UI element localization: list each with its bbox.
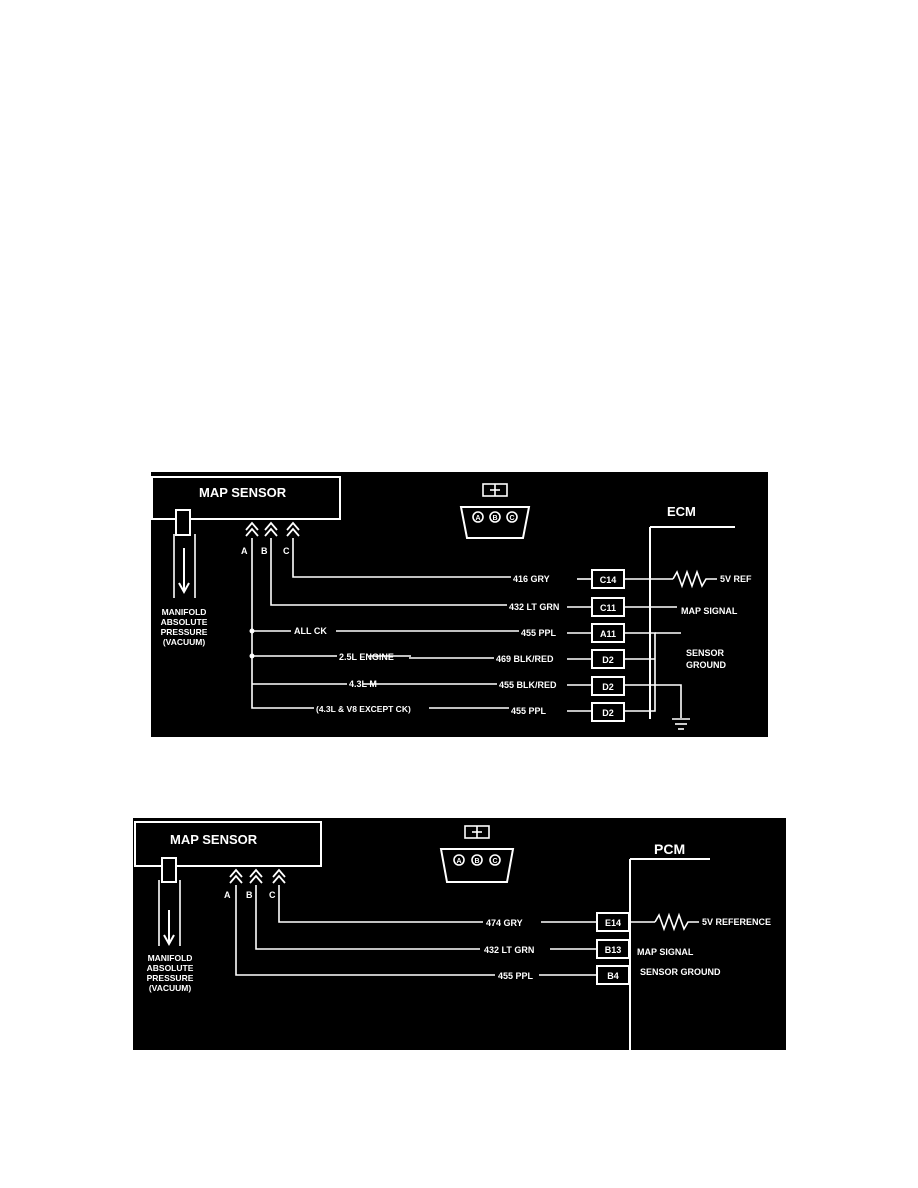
pin-c-label: C	[269, 890, 276, 900]
wire-paths	[235, 885, 597, 976]
svg-text:ABSOLUTE: ABSOLUTE	[161, 617, 208, 627]
ecm-wiring-diagram: MAP SENSOR MANIFOLD ABSOLUTE PRESSURE (V…	[151, 472, 768, 737]
variant-4-3l-v8: (4.3L & V8 EXCEPT CK)	[316, 704, 411, 714]
circuit-label: 416 GRY	[513, 574, 550, 584]
terminal-label: D2	[602, 655, 614, 665]
svg-text:C: C	[492, 858, 497, 865]
pin-c-label: C	[283, 546, 290, 556]
circuit-label: 455 PPL	[521, 628, 557, 638]
variant-4-3l-m: 4.3L M	[349, 679, 377, 689]
pin-a-label: A	[241, 546, 248, 556]
map-sensor-box	[134, 821, 322, 867]
circuit-label: 432 LT GRN	[484, 945, 534, 955]
ground-symbol-icon	[672, 718, 690, 730]
map-sensor-box	[151, 476, 341, 520]
svg-text:ABSOLUTE: ABSOLUTE	[147, 963, 194, 973]
circuit-label: 432 LT GRN	[509, 602, 559, 612]
function-5v-reference: 5V REFERENCE	[702, 917, 771, 927]
vacuum-port-icon	[173, 509, 196, 598]
svg-text:A: A	[475, 515, 480, 522]
resistor-icon	[654, 912, 699, 932]
terminal-label: D2	[602, 708, 614, 718]
variant-all-ck: ALL CK	[294, 626, 327, 636]
svg-text:(VACUUM): (VACUUM)	[163, 637, 206, 647]
svg-text:MANIFOLD: MANIFOLD	[148, 953, 193, 963]
svg-text:(VACUUM): (VACUUM)	[149, 983, 192, 993]
pin-chevrons	[245, 521, 300, 537]
pcm-wiring-diagram: MAP SENSOR MANIFOLD ABSOLUTE PRESSURE (V…	[133, 818, 786, 1050]
resistor-icon	[672, 569, 717, 589]
terminal-label: B13	[605, 945, 622, 955]
terminal-label: C14	[600, 575, 617, 585]
ecm-label: ECM	[667, 504, 696, 519]
circuit-label: 455 BLK/RED	[499, 680, 557, 690]
circuit-label: 474 GRY	[486, 918, 523, 928]
circuit-label: 455 PPL	[511, 706, 547, 716]
variant-2-5l-engine: 2.5L ENGINE	[339, 652, 394, 662]
svg-text:MANIFOLD: MANIFOLD	[162, 607, 207, 617]
terminal-label: D2	[602, 682, 614, 692]
function-sensor-ground: SENSOR	[686, 648, 725, 658]
pin-b-label: B	[261, 546, 268, 556]
map-sensor-title: MAP SENSOR	[170, 832, 258, 847]
svg-text:B: B	[474, 858, 479, 865]
vacuum-port-icon	[158, 857, 181, 947]
svg-text:A: A	[456, 858, 461, 865]
function-sensor-ground: SENSOR GROUND	[640, 967, 721, 977]
terminal-label: E14	[605, 918, 621, 928]
svg-text:C: C	[509, 515, 514, 522]
function-map-signal: MAP SIGNAL	[637, 947, 694, 957]
svg-text:PRESSURE: PRESSURE	[147, 973, 194, 983]
function-sensor-ground: GROUND	[686, 660, 726, 670]
terminal-label: A11	[600, 629, 616, 639]
function-map-signal: MAP SIGNAL	[681, 606, 738, 616]
pin-b-label: B	[246, 890, 253, 900]
connector-icon: A B C	[459, 483, 531, 539]
terminal-label: C11	[600, 603, 616, 613]
connector-icon: A B C	[439, 825, 515, 883]
vacuum-label: MANIFOLD ABSOLUTE PRESSURE (VACUUM)	[147, 953, 194, 993]
circuit-label: 469 BLK/RED	[496, 654, 554, 664]
pin-a-label: A	[224, 890, 231, 900]
map-sensor-title: MAP SENSOR	[199, 485, 287, 500]
wire-paths	[251, 538, 592, 712]
terminal-boxes	[591, 569, 625, 722]
circuit-label: 455 PPL	[498, 971, 534, 981]
terminal-label: B4	[607, 971, 619, 981]
vacuum-label: MANIFOLD ABSOLUTE PRESSURE (VACUUM)	[161, 607, 208, 647]
pcm-label: PCM	[654, 841, 685, 857]
function-5v-ref: 5V REF	[720, 574, 752, 584]
svg-text:PRESSURE: PRESSURE	[161, 627, 208, 637]
pin-chevrons	[229, 868, 286, 884]
svg-text:B: B	[492, 515, 497, 522]
